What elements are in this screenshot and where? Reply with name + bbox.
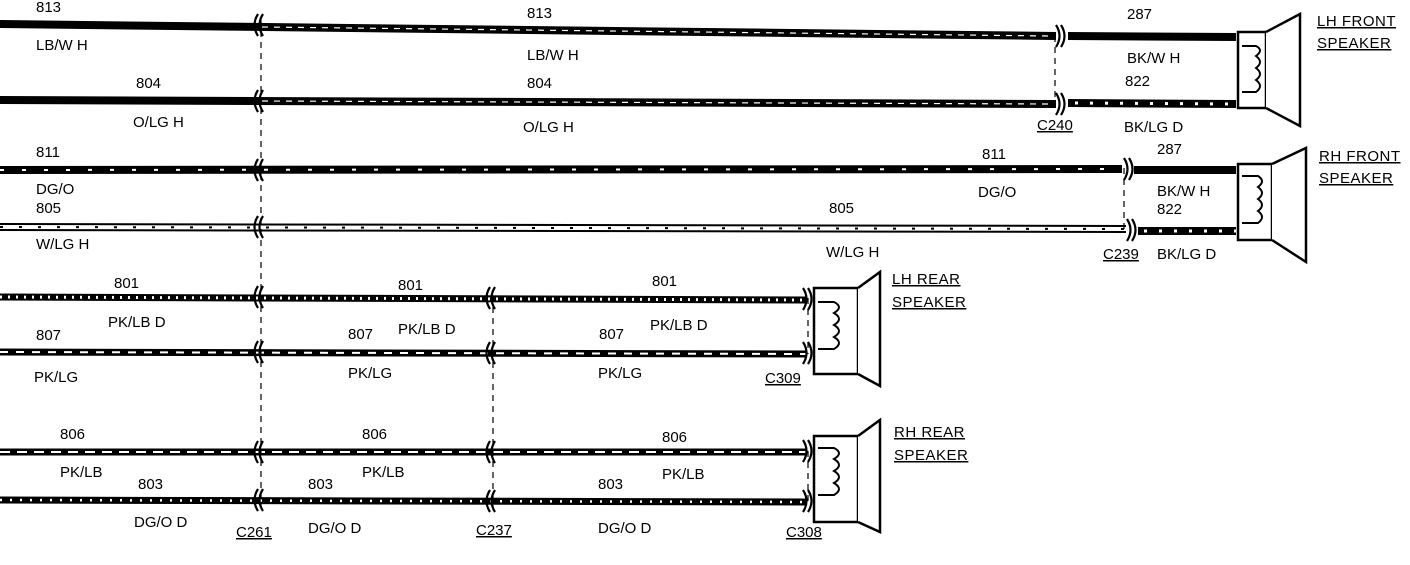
- wire-color: PK/LB: [662, 466, 705, 483]
- circuit-number: 806: [662, 429, 687, 446]
- rh-front-speaker-icon: [1236, 146, 1308, 265]
- wire-803: [0, 496, 807, 506]
- wire-color: BK/W H: [1157, 183, 1210, 200]
- wire-color: PK/LB D: [650, 317, 708, 334]
- lh-front-speaker-icon: [1236, 11, 1302, 129]
- wire-813: [0, 20, 1237, 41]
- connector-c261-label: C261: [236, 524, 272, 541]
- circuit-number: 807: [599, 326, 624, 343]
- circuit-number: 807: [36, 327, 61, 344]
- wire-color: DG/O: [978, 184, 1016, 201]
- wire-color: W/LG H: [36, 236, 89, 253]
- connector-c309-label: C309: [765, 370, 801, 387]
- wire-color: PK/LB D: [108, 314, 166, 331]
- circuit-number: 287: [1127, 6, 1152, 23]
- wire-805: [0, 223, 1236, 235]
- wire-color: W/LG H: [826, 244, 879, 261]
- circuit-number: 805: [36, 200, 61, 217]
- circuit-number: 804: [136, 75, 161, 92]
- wire-color: PK/LB: [60, 464, 103, 481]
- circuit-number: 822: [1157, 201, 1182, 218]
- circuit-number: 801: [652, 273, 677, 290]
- wire-color: O/LG H: [523, 119, 574, 136]
- lh-rear-label-2: SPEAKER: [892, 294, 966, 311]
- c237-marks: [485, 285, 497, 514]
- circuit-number: 287: [1157, 141, 1182, 158]
- wire-color: DG/O D: [134, 514, 188, 531]
- circuit-number: 806: [60, 426, 85, 443]
- circuit-number: 804: [527, 75, 552, 92]
- wire-color: BK/LG D: [1157, 246, 1216, 263]
- wire-color: BK/LG D: [1124, 119, 1183, 136]
- c240-marks: [1054, 23, 1066, 117]
- circuit-number: 805: [829, 200, 854, 217]
- circuit-number: 803: [598, 476, 623, 493]
- rh-front-label-2: SPEAKER: [1319, 170, 1393, 187]
- circuit-number: 807: [348, 326, 373, 343]
- wire-811: [0, 165, 1236, 174]
- wire-color: DG/O D: [598, 520, 652, 537]
- rh-front-label-1: RH FRONT: [1319, 148, 1401, 165]
- lh-front-label-1: LH FRONT: [1317, 13, 1396, 30]
- circuit-number: 811: [982, 146, 1006, 163]
- connector-c239-label: C239: [1103, 246, 1139, 263]
- lh-rear-speaker-icon: [812, 269, 882, 389]
- rh-rear-label-1: RH REAR: [894, 424, 965, 441]
- wire-color: PK/LB: [362, 464, 405, 481]
- wire-color: O/LG H: [133, 114, 184, 131]
- wire-color: PK/LG: [34, 369, 78, 386]
- circuit-number: 822: [1125, 73, 1150, 90]
- circuit-number: 803: [138, 476, 163, 493]
- circuit-number: 801: [114, 275, 139, 292]
- wire-color: DG/O D: [308, 520, 362, 537]
- connector-c240-label: C240: [1037, 117, 1073, 134]
- rh-rear-speaker-icon: [812, 417, 882, 534]
- circuit-number: 801: [398, 277, 423, 294]
- wire-color: LB/W H: [36, 37, 88, 54]
- circuit-number: 803: [308, 476, 333, 493]
- wire-color: PK/LG: [348, 365, 392, 382]
- connector-c237-label: C237: [476, 522, 512, 539]
- wire-807: [0, 348, 807, 358]
- c261-marks: [253, 12, 265, 513]
- lh-rear-label-1: LH REAR: [892, 271, 961, 288]
- connector-c308-label: C308: [786, 524, 822, 541]
- circuit-number: 806: [362, 426, 387, 443]
- circuit-number: 813: [527, 5, 552, 22]
- wire-color: PK/LG: [598, 365, 642, 382]
- rh-rear-label-2: SPEAKER: [894, 447, 968, 464]
- wire-804: [0, 96, 1237, 108]
- wire-color: DG/O: [36, 181, 74, 198]
- circuit-number: 811: [36, 144, 60, 161]
- wire-color: LB/W H: [527, 47, 579, 64]
- wire-801: [0, 293, 807, 304]
- wire-color: PK/LB D: [398, 321, 456, 338]
- wire-color: BK/W H: [1127, 50, 1180, 67]
- lh-front-label-2: SPEAKER: [1317, 35, 1391, 52]
- circuit-number: 813: [36, 0, 61, 16]
